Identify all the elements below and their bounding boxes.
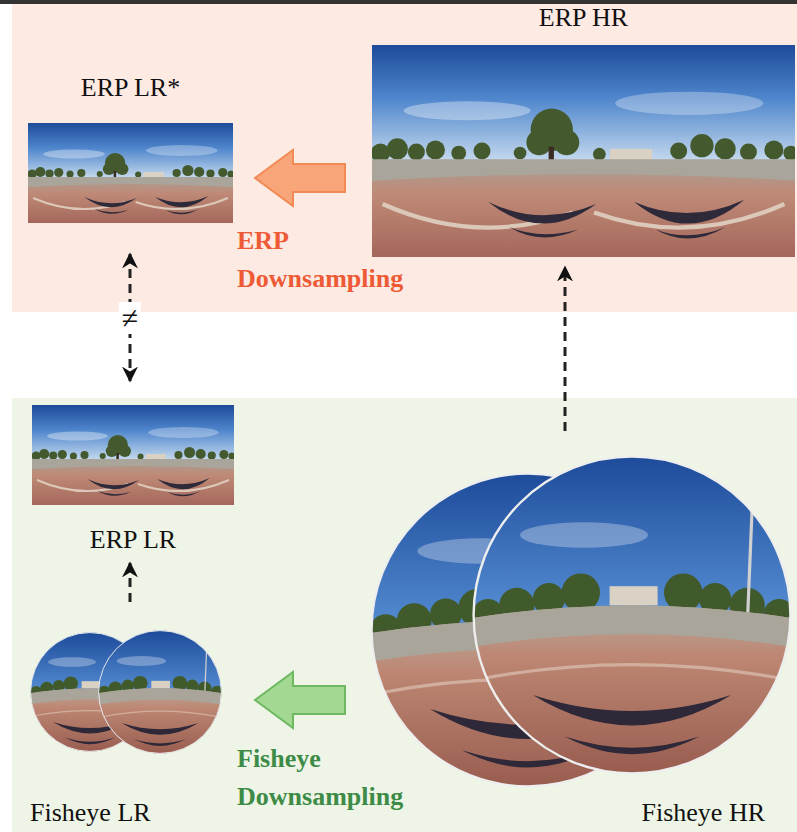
fisheye-image bbox=[98, 630, 223, 754]
image-caption: Fisheye LR bbox=[28, 797, 228, 828]
image-caption: ERP LR bbox=[32, 524, 234, 555]
image-panel: ERP HR bbox=[372, 2, 795, 257]
image-panel: ERP LR bbox=[32, 405, 234, 555]
image-panel: Fisheye LR bbox=[28, 628, 228, 828]
operation-label: Fisheye Downsampling bbox=[237, 740, 442, 816]
top-rule bbox=[0, 0, 797, 4]
fisheye-panel bbox=[12, 398, 797, 832]
image-panel: Fisheye HR bbox=[370, 445, 794, 828]
image-caption: ERP LR* bbox=[28, 72, 233, 103]
projection-arrow bbox=[129, 563, 132, 602]
relation-symbol: ≠ bbox=[119, 302, 141, 334]
downsampling-arrow bbox=[255, 672, 345, 728]
image-caption: Fisheye HR bbox=[370, 797, 794, 828]
erp-image bbox=[27, 123, 234, 223]
erp-image bbox=[371, 45, 797, 257]
image-panel: ERP LR* bbox=[28, 72, 233, 224]
erp-image bbox=[31, 405, 235, 505]
image-caption: ERP HR bbox=[372, 2, 795, 33]
fisheye-image bbox=[472, 455, 795, 775]
operation-label: ERP Downsampling bbox=[237, 222, 442, 298]
downsampling-arrow bbox=[255, 150, 345, 206]
projection-arrow bbox=[564, 267, 567, 431]
